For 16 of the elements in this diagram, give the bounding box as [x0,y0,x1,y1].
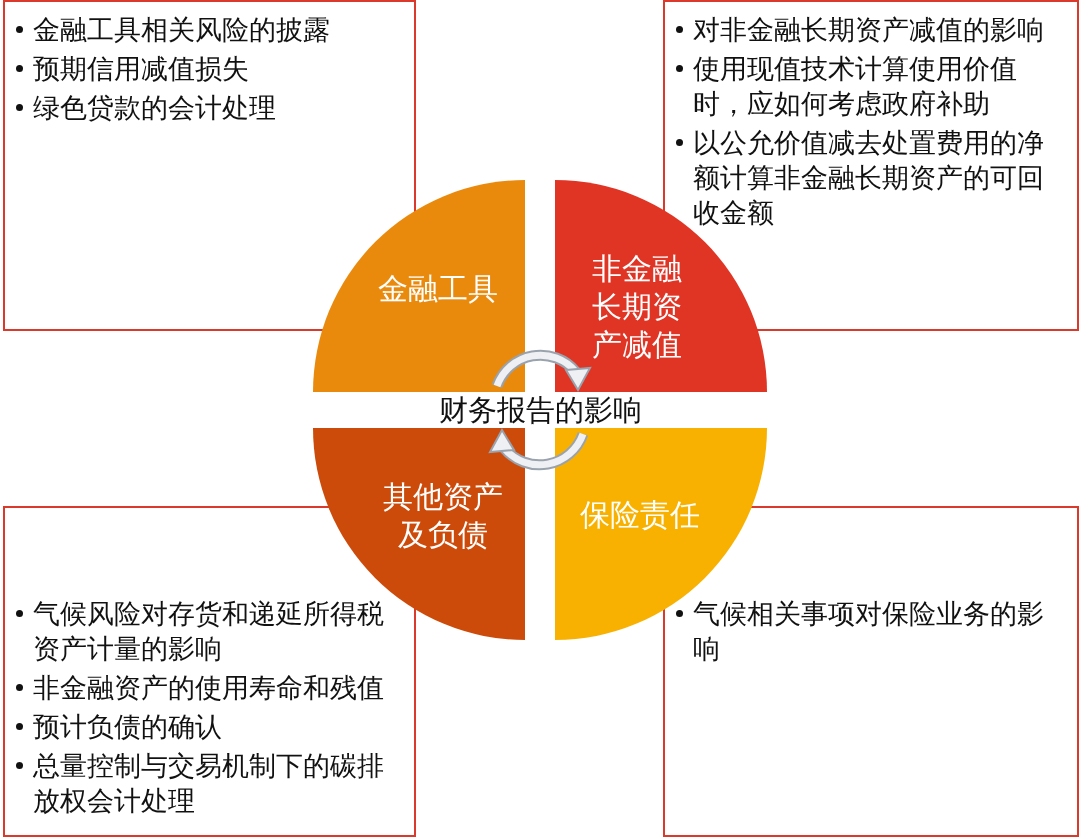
bullet-text: 以公允价值减去处置费用的净额计算非金融长期资产的可回收金额 [693,127,1044,228]
bullet-text: 预计负债的确认 [33,711,222,742]
bullet-text: 气候相关事项对保险业务的影响 [693,598,1044,664]
bullet-text: 预期信用减值损失 [33,53,249,84]
segment-label: 其他资产及负债 [382,478,504,554]
segment-label: 金融工具 [377,270,499,308]
bullet-text: 气候风险对存货和递延所得税资产计量的影响 [33,598,384,664]
bullet-text: 金融工具相关风险的披露 [33,14,330,45]
bullet-text: 绿色贷款的会计处理 [33,92,276,123]
segment-label: 保险责任 [579,496,701,534]
bullet-text: 使用现值技术计算使用价值时，应如何考虑政府补助 [693,53,1017,119]
segment-label: 非金融长期资产减值 [591,250,683,364]
bullet-text: 总量控制与交易机制下的碳排放权会计处理 [33,750,384,816]
bullet-text: 非金融资产的使用寿命和残值 [33,672,384,703]
center-title: 财务报告的影响 [436,392,644,428]
bullet-text: 对非金融长期资产减值的影响 [693,14,1044,45]
